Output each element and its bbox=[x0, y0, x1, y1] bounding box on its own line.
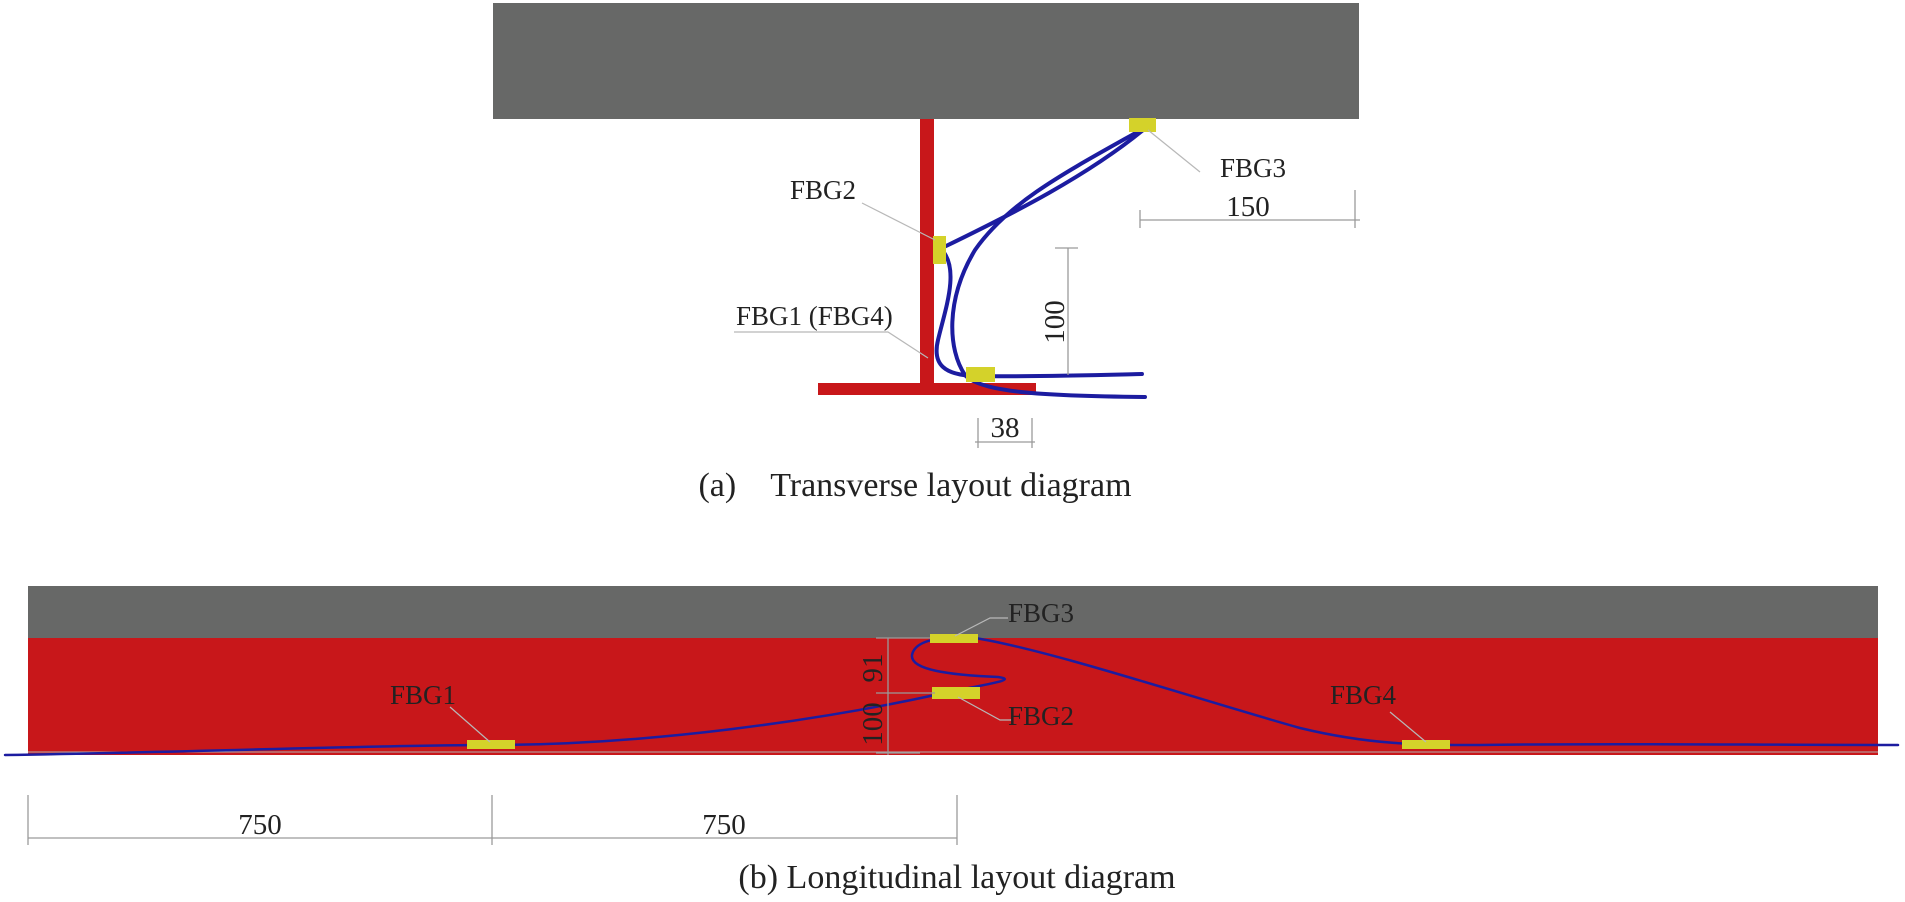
girder-web bbox=[920, 119, 934, 389]
leader-fbg4 bbox=[1389, 711, 1427, 743]
label-fbg3: FBG3 bbox=[1220, 153, 1286, 183]
label-fbg1: FBG1 bbox=[390, 680, 456, 710]
leader-fbg3 bbox=[954, 617, 1008, 637]
label-fbg3: FBG3 bbox=[1008, 598, 1074, 628]
dimension-100-label: 100 bbox=[1039, 300, 1071, 344]
dimension-750-right-label: 750 bbox=[702, 809, 746, 841]
sensor-fbg3 bbox=[930, 634, 978, 643]
sensor-fbg2 bbox=[932, 687, 980, 699]
deck-slab-cross-section bbox=[493, 3, 1359, 119]
leader-fbg1-fbg4 bbox=[734, 331, 929, 359]
caption-longitudinal: (b) Longitudinal layout diagram bbox=[738, 859, 1175, 896]
sensor-fbg1 bbox=[467, 740, 515, 749]
longitudinal-diagram: FBG1 FBG2 FBG3 FBG4 91 100 750 750 (b) L… bbox=[3, 586, 1900, 896]
dimension-spans: 750 750 bbox=[27, 795, 958, 845]
label-fbg4: FBG4 bbox=[1330, 680, 1397, 710]
sensor-fbg1-fbg4 bbox=[966, 367, 995, 382]
dimension-150: 150 bbox=[1139, 190, 1360, 228]
label-fbg1-fbg4: FBG1 (FBG4) bbox=[736, 301, 893, 331]
sensor-fbg4 bbox=[1402, 740, 1450, 749]
caption-transverse: (a) Transverse layout diagram bbox=[698, 467, 1131, 504]
fiber-fbg2-to-fbg1 bbox=[934, 248, 1144, 379]
label-fbg2: FBG2 bbox=[790, 175, 856, 205]
sensor-fbg2 bbox=[933, 236, 946, 264]
dimension-91-label: 91 bbox=[857, 654, 889, 683]
dimension-750-left-label: 750 bbox=[238, 809, 282, 841]
label-fbg2: FBG2 bbox=[1008, 701, 1074, 731]
leader-fbg2 bbox=[957, 696, 1012, 721]
fiber-to-fbg3 bbox=[950, 124, 1150, 399]
dimension-vertical-stack: 91 100 bbox=[857, 637, 935, 755]
leader-fbg3 bbox=[1147, 129, 1201, 173]
deck-slab-elevation bbox=[28, 586, 1878, 638]
dimension-38-label: 38 bbox=[991, 412, 1020, 444]
dimension-100-vertical: 100 bbox=[1039, 247, 1078, 375]
transverse-diagram: FBG2 FBG3 FBG1 (FBG4) 150 100 38 (a) Tra… bbox=[493, 3, 1360, 504]
fiber-fbg2-to-fbg3 bbox=[942, 124, 1150, 249]
dimension-150-label: 150 bbox=[1226, 191, 1270, 223]
dimension-38: 38 bbox=[975, 412, 1035, 448]
leader-fbg2 bbox=[861, 202, 936, 241]
sensor-fbg3 bbox=[1129, 118, 1156, 132]
dimension-100-label: 100 bbox=[857, 702, 889, 746]
leader-fbg1 bbox=[449, 706, 491, 743]
